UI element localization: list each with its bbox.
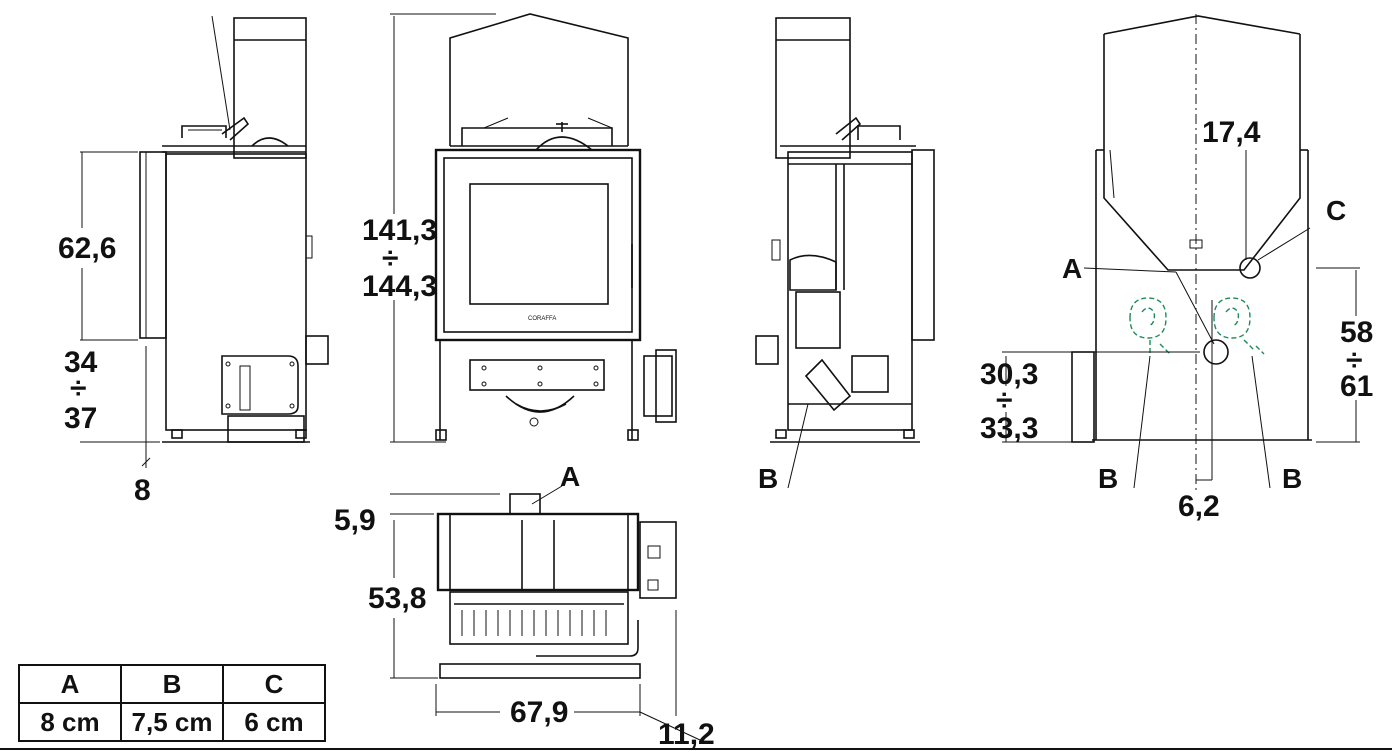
label-c-rear: C — [1326, 195, 1346, 226]
top-view — [390, 485, 701, 741]
dim-rear-right-2: 61 — [1340, 370, 1373, 403]
side-view-right — [755, 17, 935, 489]
dim-front-total-2: 144,3 — [362, 270, 437, 303]
front-view — [390, 13, 677, 443]
dim-rear-bottom: 6,2 — [1178, 490, 1220, 523]
brand-plate: CORAFFA — [528, 316, 556, 322]
size-table-header-row: A B C — [18, 664, 326, 704]
dim-front-total-sep: ÷ — [382, 242, 398, 275]
rear-view — [1002, 14, 1360, 490]
dim-rear-left-2: 33,3 — [980, 412, 1038, 445]
dim-side-height-bottom-1: 34 — [64, 346, 98, 379]
dim-rear-right-sep: ÷ — [1346, 344, 1362, 377]
label-b-rear-right: B — [1282, 463, 1302, 494]
dim-rear-right-1: 58 — [1340, 316, 1373, 349]
dim-top-width: 67,9 — [510, 696, 568, 729]
outlet-c — [1239, 257, 1261, 279]
dim-rear-left-1: 30,3 — [980, 358, 1038, 391]
size-table-header: A — [18, 664, 122, 704]
bottom-rule — [0, 748, 1392, 750]
size-table-value: 7,5 cm — [120, 702, 224, 742]
dim-side-foot: 8 — [134, 474, 151, 507]
size-table-header: C — [222, 664, 326, 704]
size-table-header: B — [120, 664, 224, 704]
outlet-b-right — [1213, 297, 1265, 355]
outlet-a — [1203, 339, 1229, 365]
size-table-value: 6 cm — [222, 702, 326, 742]
side-view-left — [80, 15, 329, 468]
dim-side-height-top: 62,6 — [58, 232, 116, 265]
dim-top-depth: 53,8 — [368, 582, 426, 615]
size-table-value: 8 cm — [18, 702, 122, 742]
size-table: A B C 8 cm 7,5 cm 6 cm — [18, 664, 326, 742]
dim-side-height-bottom-2: 37 — [64, 402, 97, 435]
label-a-rear: A — [1062, 253, 1082, 284]
label-b-side: B — [758, 463, 778, 494]
dim-front-total-1: 141,3 — [362, 214, 437, 247]
outlet-b-left — [1129, 297, 1171, 355]
dim-top-offset: 5,9 — [334, 504, 376, 537]
dim-rear-left-sep: ÷ — [996, 384, 1012, 417]
dim-rear-center: 17,4 — [1202, 116, 1261, 149]
dim-side-height-bottom-sep: ÷ — [70, 372, 86, 405]
label-a-top: A — [560, 461, 580, 492]
label-b-rear-left: B — [1098, 463, 1118, 494]
dim-top-extra: 11,2 — [658, 718, 715, 751]
size-table-value-row: 8 cm 7,5 cm 6 cm — [18, 702, 326, 742]
